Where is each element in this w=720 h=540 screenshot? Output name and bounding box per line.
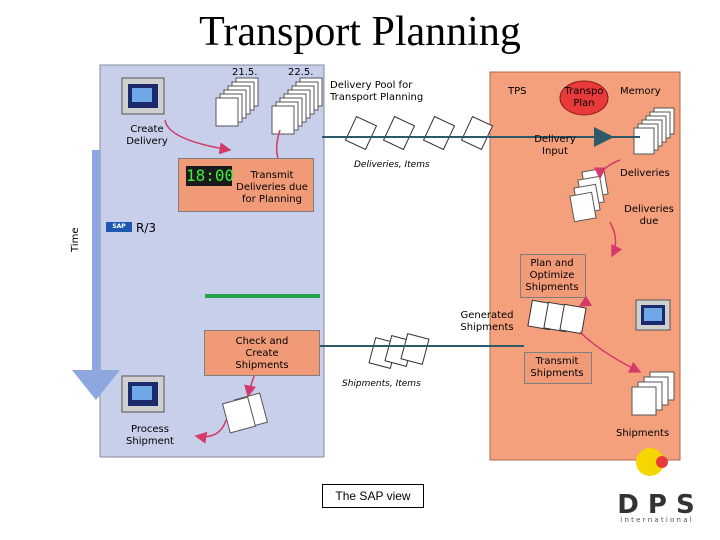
deliveries-items-label: Deliveries, Items (354, 160, 430, 170)
date-label-2: 22.5. (288, 67, 314, 78)
flow-docs-deliveries (344, 115, 494, 151)
time-arrow-head (72, 370, 120, 400)
deliveries-due-label: Deliveries due (624, 204, 674, 227)
time-label: Time (70, 227, 81, 252)
clock-display: 18:00 (186, 166, 235, 186)
delivery-input-label: Delivery Input (534, 134, 576, 157)
check-create-label: Check and Create Shipments (235, 336, 289, 371)
shipments-items-label: Shipments, Items (342, 379, 421, 389)
shipments-label: Shipments (616, 428, 670, 439)
red-arrow-1 (164, 119, 232, 155)
deliveries-label: Deliveries (620, 168, 670, 179)
transport-plan-label: Transpo Plan (564, 86, 604, 109)
check-create-box (204, 330, 320, 376)
transmit-shipments-box (524, 352, 592, 384)
date-label-1: 21.5. (232, 67, 258, 78)
transport-plan-circle (559, 80, 609, 116)
create-delivery-label: Create Delivery (126, 124, 168, 147)
doc-stack-22-5 (271, 77, 323, 135)
plan-optimize-box (520, 254, 586, 298)
sap-badge: SAP (106, 222, 132, 232)
computer-icon (121, 77, 165, 115)
dps-logo: D P S i n t e r n a t i o n a l (617, 448, 695, 524)
transmit-shipments-label: Transmit Shipments (530, 356, 584, 379)
svg-text:D P S: D P S (617, 490, 694, 520)
process-shipment-label: Process Shipment (126, 424, 174, 447)
flow-docs-shipments (368, 332, 430, 370)
red-arrow-4 (609, 221, 623, 258)
red-arrow-7 (194, 419, 227, 444)
flow-docs-generated (527, 299, 587, 335)
red-arrow-6 (579, 331, 642, 373)
doc-stack-process (221, 392, 269, 434)
transmit-deliveries-label: Transmit Deliveries due for Planning (236, 170, 308, 205)
dps-tagline: i n t e r n a t i o n a l (620, 516, 691, 524)
generated-shipments-label: Generated Shipments (460, 310, 514, 333)
r3-label: R/3 (136, 221, 157, 235)
green-divider (205, 294, 320, 298)
tps-label: TPS (508, 86, 527, 97)
memory-label: Memory (620, 86, 661, 97)
doc-stack-shipments (631, 371, 675, 416)
delivery-pool-label: Delivery Pool for Transport Planning (330, 80, 424, 103)
doc-stack-deliveries-due (569, 167, 609, 223)
page-title: Transport Planning (199, 9, 521, 55)
sap-view-label: The SAP view (322, 484, 424, 508)
red-arrow-3 (594, 159, 621, 180)
doc-stack-21-5 (215, 77, 259, 127)
time-arrow-shaft (92, 150, 100, 370)
computer-icon-3 (635, 299, 671, 331)
computer-icon-2 (121, 375, 165, 413)
plan-optimize-label: Plan and Optimize Shipments (525, 258, 579, 293)
